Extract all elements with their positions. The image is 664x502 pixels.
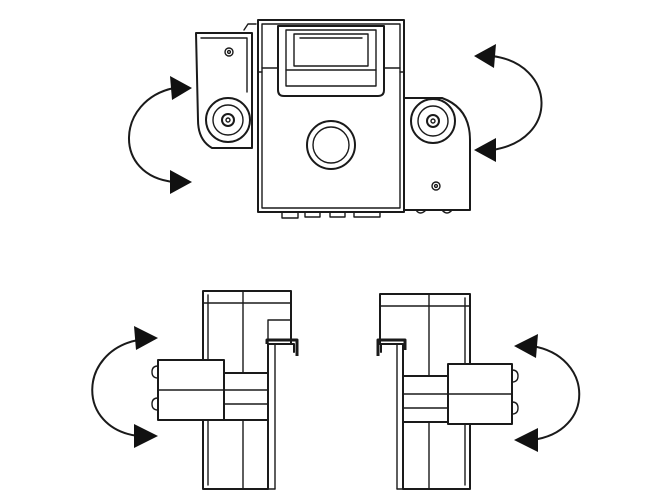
left-mount-plate: [195, 23, 257, 149]
top-view: [128, 19, 543, 219]
right-mount-plate: [403, 97, 471, 214]
screw-icon: [221, 113, 235, 127]
latch-strip: [376, 338, 407, 490]
side-view-left: [91, 290, 299, 490]
screw-icon: [431, 181, 441, 191]
screw-icon: [224, 47, 234, 57]
rotation-arrow-icon: [514, 334, 581, 452]
rotation-arrow-icon: [474, 44, 543, 162]
rotation-arrow-icon: [91, 326, 158, 448]
bracket-arm: [402, 363, 519, 425]
body-latch: [277, 25, 385, 97]
side-view-right: [376, 293, 581, 490]
lens-icon: [306, 120, 356, 170]
latch-strip: [265, 338, 299, 490]
rotation-arrow-icon: [128, 76, 192, 194]
screw-icon: [426, 114, 440, 128]
bracket-arm: [151, 359, 269, 421]
